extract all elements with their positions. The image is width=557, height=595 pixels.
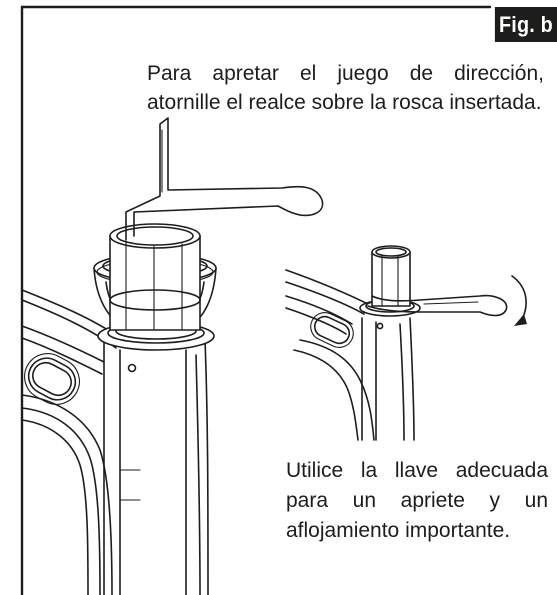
- caption-tighten-line-1: Para apretar el juego de dirección,: [147, 62, 544, 85]
- clockwise-arrow-icon: [511, 275, 527, 326]
- caption-wrench-line-1: Utilice la llave adecuada: [286, 459, 548, 482]
- caption-wrench-line-2: para un apriete y un: [286, 489, 548, 512]
- caption-wrench: Utilice la llave adecuada para un apriet…: [286, 456, 548, 546]
- detail-wrench-illustration: [285, 245, 527, 441]
- frame-badge-icon: [24, 353, 80, 405]
- detail-badge-icon: [310, 312, 354, 348]
- caption-tighten-line-2: atornille el realce sobre la rosca inser…: [147, 91, 542, 114]
- caption-wrench-line-3: aflojamiento importante.: [286, 519, 511, 542]
- main-frame-illustration: [21, 117, 324, 595]
- figure-label: Fig. b: [494, 7, 557, 42]
- frame-border: [20, 5, 492, 595]
- caption-tighten: Para apretar el juego de dirección, ator…: [147, 59, 544, 117]
